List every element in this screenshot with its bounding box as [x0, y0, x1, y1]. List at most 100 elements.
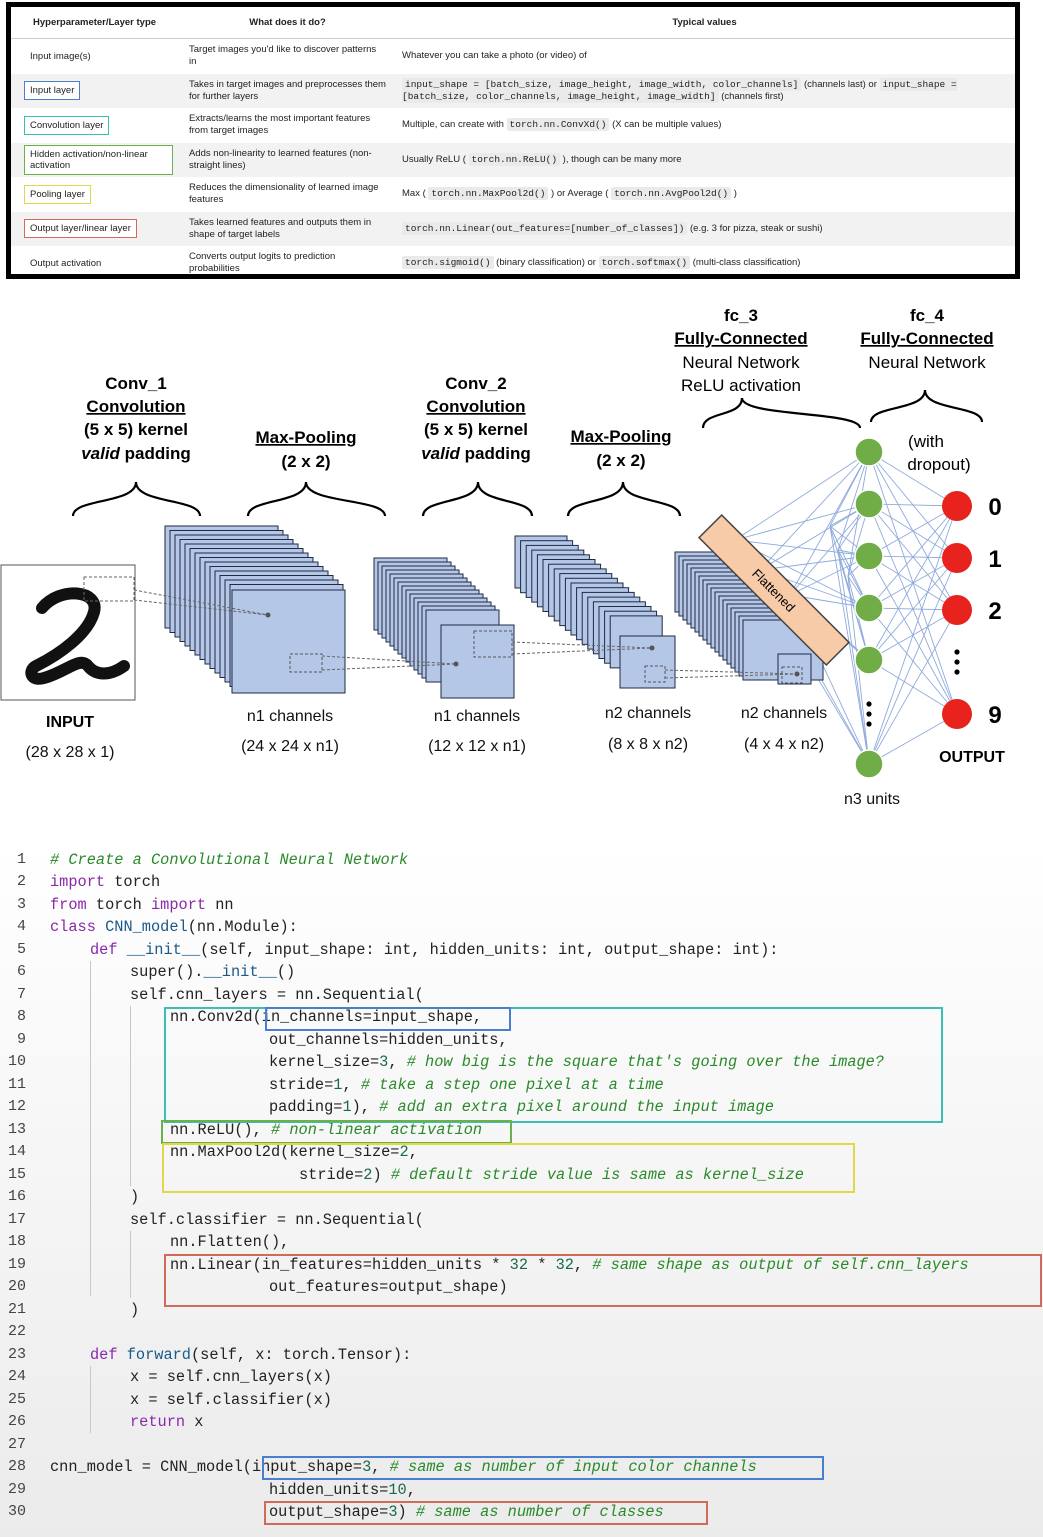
values-text: Max ( [402, 188, 429, 200]
network-nodes [854, 437, 972, 779]
table-row: Output activation Converts output logits… [11, 246, 1015, 281]
layer-values: Max ( torch.nn.MaxPool2d() ) or Average … [394, 177, 1015, 212]
network-edge [759, 451, 870, 571]
layer-name: Input image(s) [24, 46, 97, 66]
layer-values: Multiple, can create with torch.nn.ConvX… [394, 108, 1015, 143]
stage-label: n2 channels [741, 705, 827, 722]
stage-label: n1 channels [434, 708, 520, 725]
fc3-name: fc_3 [724, 306, 758, 325]
indent-guide [130, 1006, 131, 1186]
values-text: (channels first) [718, 90, 784, 102]
stage-dims: (12 x 12 x n1) [428, 738, 526, 755]
stage-dims: (24 x 24 x n1) [241, 738, 339, 755]
hidden-unit-node [854, 541, 884, 571]
receptive-field-box [644, 665, 666, 683]
header-does: What does it do? [181, 7, 394, 39]
layer-name: Output activation [24, 253, 108, 273]
connector-line [321, 663, 457, 671]
output-node [942, 543, 972, 573]
pooling-highlight [162, 1143, 855, 1193]
activation-highlight [161, 1120, 512, 1144]
fc4-type: Fully-Connected [860, 329, 993, 348]
network-edge [868, 557, 958, 661]
code-snippet: torch.nn.ReLU() [468, 152, 561, 166]
code-snippet: input_shape = [batch_size, image_height,… [402, 77, 802, 91]
linear-layer-highlight [164, 1254, 1042, 1307]
connector-line [511, 641, 653, 649]
connector-line [511, 647, 653, 655]
input-layer-highlight [265, 1007, 511, 1031]
table-header-row: Hyperparameter/Layer type What does it d… [11, 7, 1015, 39]
header-values: Typical values [394, 7, 1015, 39]
brace-fc3 [701, 397, 862, 429]
connector-dot [265, 612, 271, 618]
connector-dot [649, 645, 655, 651]
code-snippet: torch.sigmoid() [402, 256, 494, 270]
layer-description: Takes in target images and preprocesses … [181, 73, 394, 108]
code-snippet: torch.nn.AvgPool2d() [611, 187, 732, 201]
indent-guide [130, 1231, 131, 1298]
fc3-type: Fully-Connected [674, 329, 807, 348]
layer-values: torch.sigmoid() (binary classification) … [394, 246, 1015, 281]
conv1-padding: valid padding [81, 444, 191, 463]
layer-description: Takes learned features and outputs them … [181, 211, 394, 246]
output-digit: 1 [988, 546, 1001, 573]
output-node [942, 595, 972, 625]
network-edge [868, 557, 958, 765]
stage-dims: (4 x 4 x n2) [744, 736, 824, 753]
conv1-kernel: (5 x 5) kernel [84, 420, 188, 439]
values-text: (binary classification) or [493, 257, 599, 269]
values-text: ) or Average ( [548, 188, 612, 200]
network-edge [734, 539, 870, 557]
brace-pool2 [566, 481, 682, 517]
output-shape-highlight [264, 1501, 708, 1525]
conv2-kernel: (5 x 5) kernel [424, 420, 528, 439]
values-text: ) [731, 188, 737, 200]
network-edge [789, 451, 870, 596]
connector-line [664, 673, 798, 679]
layer-description: Converts output logits to prediction pro… [189, 251, 336, 275]
network-edge [829, 525, 870, 609]
table-row: Convolution layer Extracts/learns the mo… [11, 108, 1015, 143]
values-text: ), though can be many more [560, 153, 682, 165]
conv1-name: Conv_1 [105, 374, 166, 393]
pool2-name: Max-Pooling [570, 427, 671, 446]
stage-label: n1 channels [247, 708, 333, 725]
brace-conv2 [421, 481, 534, 517]
code-snippet: torch.softmax() [598, 256, 691, 270]
output-label: OUTPUT [939, 749, 1005, 766]
hidden-unit-node [854, 645, 884, 675]
network-edge [868, 505, 958, 609]
connector-line [133, 589, 269, 616]
table-row: Hidden activation/non-linear activation … [11, 142, 1015, 177]
network-edge [734, 503, 870, 541]
layer-reference-table: Hyperparameter/Layer type What does it d… [6, 2, 1020, 279]
feature-map-front [440, 624, 515, 699]
layer-name: Output layer/linear layer [24, 219, 137, 239]
table-row: Input image(s) Target images you'd like … [11, 39, 1015, 74]
hidden-unit-node [854, 593, 884, 623]
layer-name: Hidden activation/non-linear activation [24, 144, 173, 175]
network-edge [868, 505, 958, 557]
network-edge [868, 451, 958, 507]
cnn-architecture-diagram: Conv_1 Convolution (5 x 5) kernel valid … [0, 306, 1005, 808]
feature-map-front [777, 653, 812, 685]
connector-line [664, 669, 798, 675]
table-row: Pooling layer Reduces the dimensionality… [11, 177, 1015, 212]
network-edge [759, 555, 870, 571]
output-digit: 2 [988, 598, 1001, 625]
hidden-units-label: n3 units [844, 791, 900, 808]
pool2-size: (2 x 2) [596, 451, 645, 470]
connector-dot [794, 671, 800, 677]
feature-map-front [231, 589, 346, 694]
receptive-field-box [289, 653, 323, 673]
network-edge [868, 609, 958, 765]
braces [71, 389, 984, 517]
layer-description: Extracts/learns the most important featu… [189, 113, 371, 137]
conv2-name: Conv_2 [445, 374, 506, 393]
code-snippet: torch.nn.MaxPool2d() [428, 187, 549, 201]
conv-layer-highlight [164, 1007, 943, 1123]
brace-fc4 [869, 389, 984, 423]
layer-values: torch.nn.Linear(out_features=[number_of_… [394, 211, 1015, 246]
fc4-note1: (with [908, 432, 944, 451]
